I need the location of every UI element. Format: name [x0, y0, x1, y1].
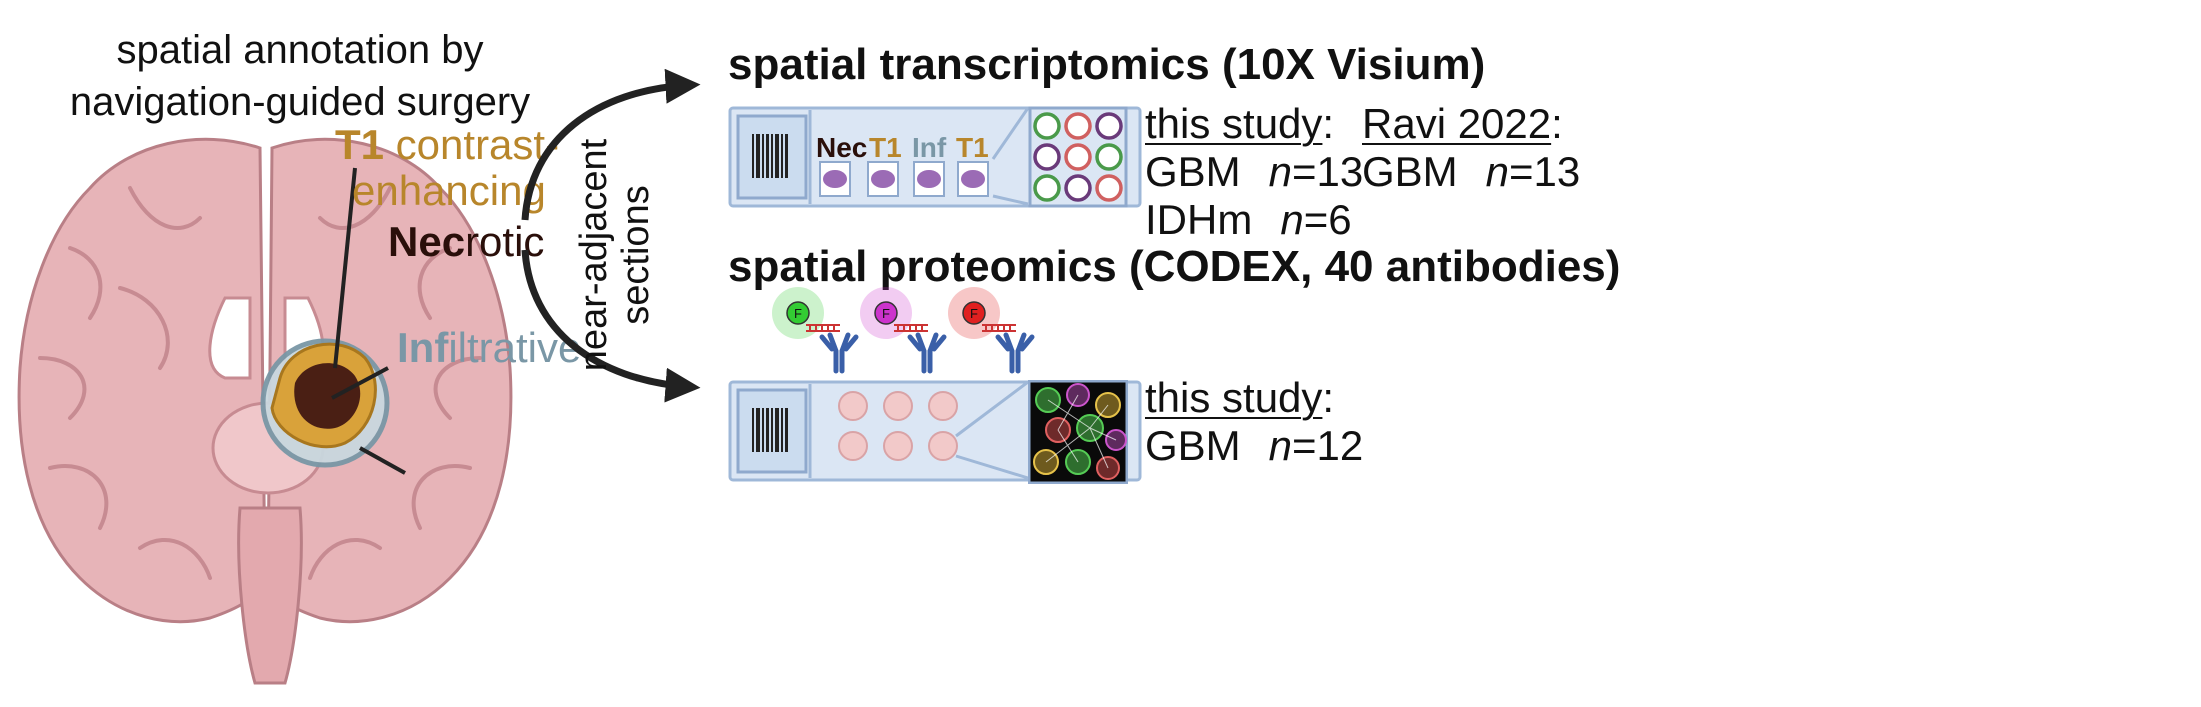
visium-spot [1095, 143, 1123, 171]
dna-barcode [982, 324, 1016, 332]
visium-spot [1064, 112, 1092, 140]
gyri [38, 186, 482, 580]
section-arrows [521, 68, 701, 403]
n-value: =12 [1292, 422, 1364, 469]
fluorophore-icon [874, 301, 898, 325]
fluorophore-icon [962, 301, 986, 325]
dna-barcode [806, 324, 840, 332]
brain-illustration [17, 137, 513, 685]
barcode-icon [752, 134, 788, 178]
brain-title-line1: spatial annotation by [116, 28, 484, 72]
transcriptomics-ravi: Ravi 2022: GBM n=13 [1362, 100, 1580, 196]
n-value: =13 [1292, 148, 1364, 195]
slide-label-inf: Inf [912, 132, 947, 163]
fluorophore-letter: F [794, 306, 802, 321]
this-study-heading: this study [1145, 100, 1323, 147]
this-study-row-gbm: GBM n=12 [1145, 422, 1363, 470]
necrotic-label: Necrotic [388, 218, 544, 266]
visium-spot [1033, 174, 1061, 202]
proteomics-title: spatial proteomics (CODEX, 40 antibodies… [728, 242, 1621, 291]
antibody-conjugate: F [860, 287, 947, 374]
ravi-heading: Ravi 2022 [1362, 100, 1552, 147]
visium-spot-grid [1028, 106, 1128, 208]
right-hemisphere [266, 137, 513, 624]
n-symbol: n [1268, 148, 1293, 195]
n-value: =6 [1303, 196, 1352, 243]
t1-label: T1 contrast- enhancing [335, 122, 559, 214]
arrow-label-line1: near-adjacent [573, 138, 615, 372]
necrotic-label-bold: Nec [388, 218, 466, 265]
arrow-to-proteomics [521, 249, 701, 403]
slide-label-nec: Nec [816, 132, 868, 163]
proteomics-this-study: this study: GBM n=12 [1145, 374, 1363, 470]
row-label: GBM [1362, 148, 1458, 195]
left-hemisphere [17, 137, 267, 624]
barcode-icon [752, 408, 788, 452]
brainstem [237, 506, 303, 685]
transcriptomics-title: spatial transcriptomics (10X Visium) [728, 40, 1486, 89]
brain-title: spatial annotation by navigation-guided … [20, 24, 580, 128]
n-value: =13 [1509, 148, 1581, 195]
capture-areas [819, 161, 989, 197]
visium-spot [1064, 174, 1092, 202]
infiltrative-pointer [359, 446, 406, 475]
this-study-colon: : [1322, 374, 1335, 421]
antibody-conjugate: F [948, 287, 1035, 374]
ravi-row-gbm: GBM n=13 [1362, 148, 1580, 196]
slide-label-t1-b: T1 [956, 132, 989, 163]
visium-spot [1095, 112, 1123, 140]
n-symbol: n [1485, 148, 1510, 195]
infiltrative-label-bold: Inf [397, 324, 449, 371]
necrotic-core [294, 363, 361, 429]
arrow-to-transcriptomics [521, 68, 701, 221]
tissue-sections [838, 391, 958, 461]
row-label: GBM [1145, 422, 1241, 469]
visium-spot [1033, 143, 1061, 171]
slide-label-t1-a: T1 [869, 132, 902, 163]
antibody-conjugate: F [772, 287, 859, 374]
this-study-colon: : [1322, 100, 1335, 147]
row-label: GBM [1145, 148, 1241, 195]
fluorophore-icon [786, 301, 810, 325]
antibody-icon [819, 332, 859, 374]
visium-spot [1064, 143, 1092, 171]
n-symbol: n [1280, 196, 1304, 243]
visium-spot [1033, 112, 1061, 140]
fluorophore-letter: F [882, 306, 890, 321]
row-label: IDHm [1145, 196, 1253, 243]
arrow-label-line2: sections [615, 185, 657, 325]
this-study-row-gbm: GBM n=13 [1145, 148, 1363, 196]
fluorophore-letter: F [970, 306, 978, 321]
codex-image [1028, 380, 1128, 484]
t1-label-bold: T1 [335, 121, 385, 168]
this-study-heading: this study [1145, 374, 1323, 421]
n-symbol: n [1268, 422, 1293, 469]
dna-barcode [894, 324, 928, 332]
t1-label-rest: contrast- [384, 121, 560, 168]
t1-label-line2: enhancing [352, 167, 546, 214]
antibody-icon [995, 332, 1035, 374]
brain-title-line2: navigation-guided surgery [69, 80, 531, 124]
ravi-colon: : [1551, 100, 1563, 147]
visium-spot [1095, 174, 1123, 202]
necrotic-pointer [331, 366, 389, 400]
necrotic-label-rest: rotic [465, 218, 545, 265]
antibody-icon [907, 332, 947, 374]
t1-pointer [333, 167, 357, 369]
